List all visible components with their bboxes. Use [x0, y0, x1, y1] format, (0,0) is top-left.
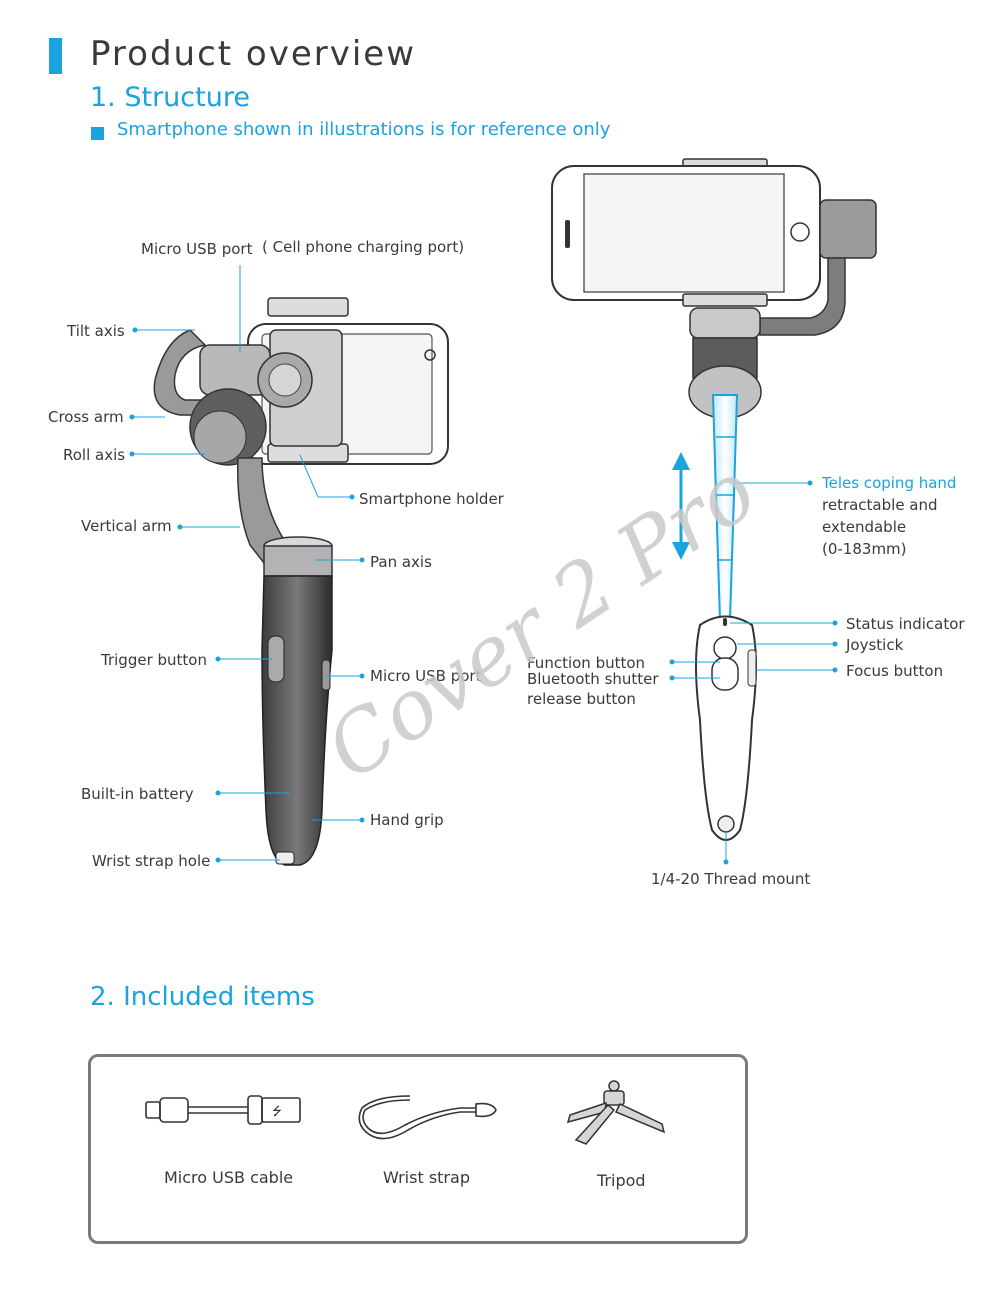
label-roll-axis: Roll axis: [63, 446, 125, 464]
label-retractable: retractable and: [822, 496, 938, 514]
label-release-button: release button: [527, 690, 636, 708]
label-thread-mount: 1/4-20 Thread mount: [651, 870, 810, 888]
label-focus-button: Focus button: [846, 662, 943, 680]
label-joystick: Joystick: [846, 636, 903, 654]
label-built-in-battery: Built-in battery: [81, 785, 194, 803]
label-trigger-button: Trigger button: [101, 651, 207, 669]
item-label-wrist-strap: Wrist strap: [383, 1168, 470, 1187]
label-telescoping-handle: Teles coping hand: [822, 474, 956, 492]
label-extendable: extendable: [822, 518, 906, 536]
label-cross-arm: Cross arm: [48, 408, 124, 426]
label-cell-phone-charging-port: ( Cell phone charging port): [262, 238, 464, 256]
label-extension-range: (0-183mm): [822, 540, 907, 558]
item-label-tripod: Tripod: [597, 1171, 646, 1190]
label-smartphone-holder: Smartphone holder: [359, 490, 504, 508]
gimbal-left-drawing: [154, 298, 448, 865]
label-pan-axis: Pan axis: [370, 553, 432, 571]
label-hand-grip: Hand grip: [370, 811, 444, 829]
label-wrist-strap-hole: Wrist strap hole: [92, 852, 210, 870]
included-items-box: [88, 1054, 748, 1244]
item-label-micro-usb-cable: Micro USB cable: [164, 1168, 293, 1187]
label-micro-usb-port-top: Micro USB port: [141, 240, 252, 258]
label-tilt-axis: Tilt axis: [67, 322, 125, 340]
section-included-items-heading: 2. Included items: [90, 982, 315, 1012]
label-status-indicator: Status indicator: [846, 615, 965, 633]
label-vertical-arm: Vertical arm: [81, 517, 172, 535]
